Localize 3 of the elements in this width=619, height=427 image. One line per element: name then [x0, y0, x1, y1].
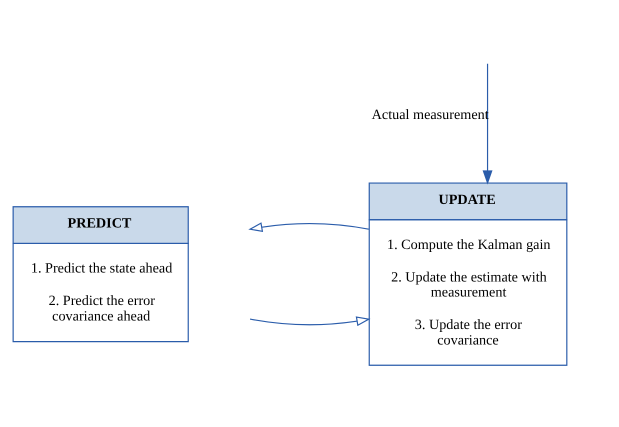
- arrow: [248, 222, 369, 232]
- arrow: [250, 316, 371, 326]
- arrow: [482, 63, 493, 184]
